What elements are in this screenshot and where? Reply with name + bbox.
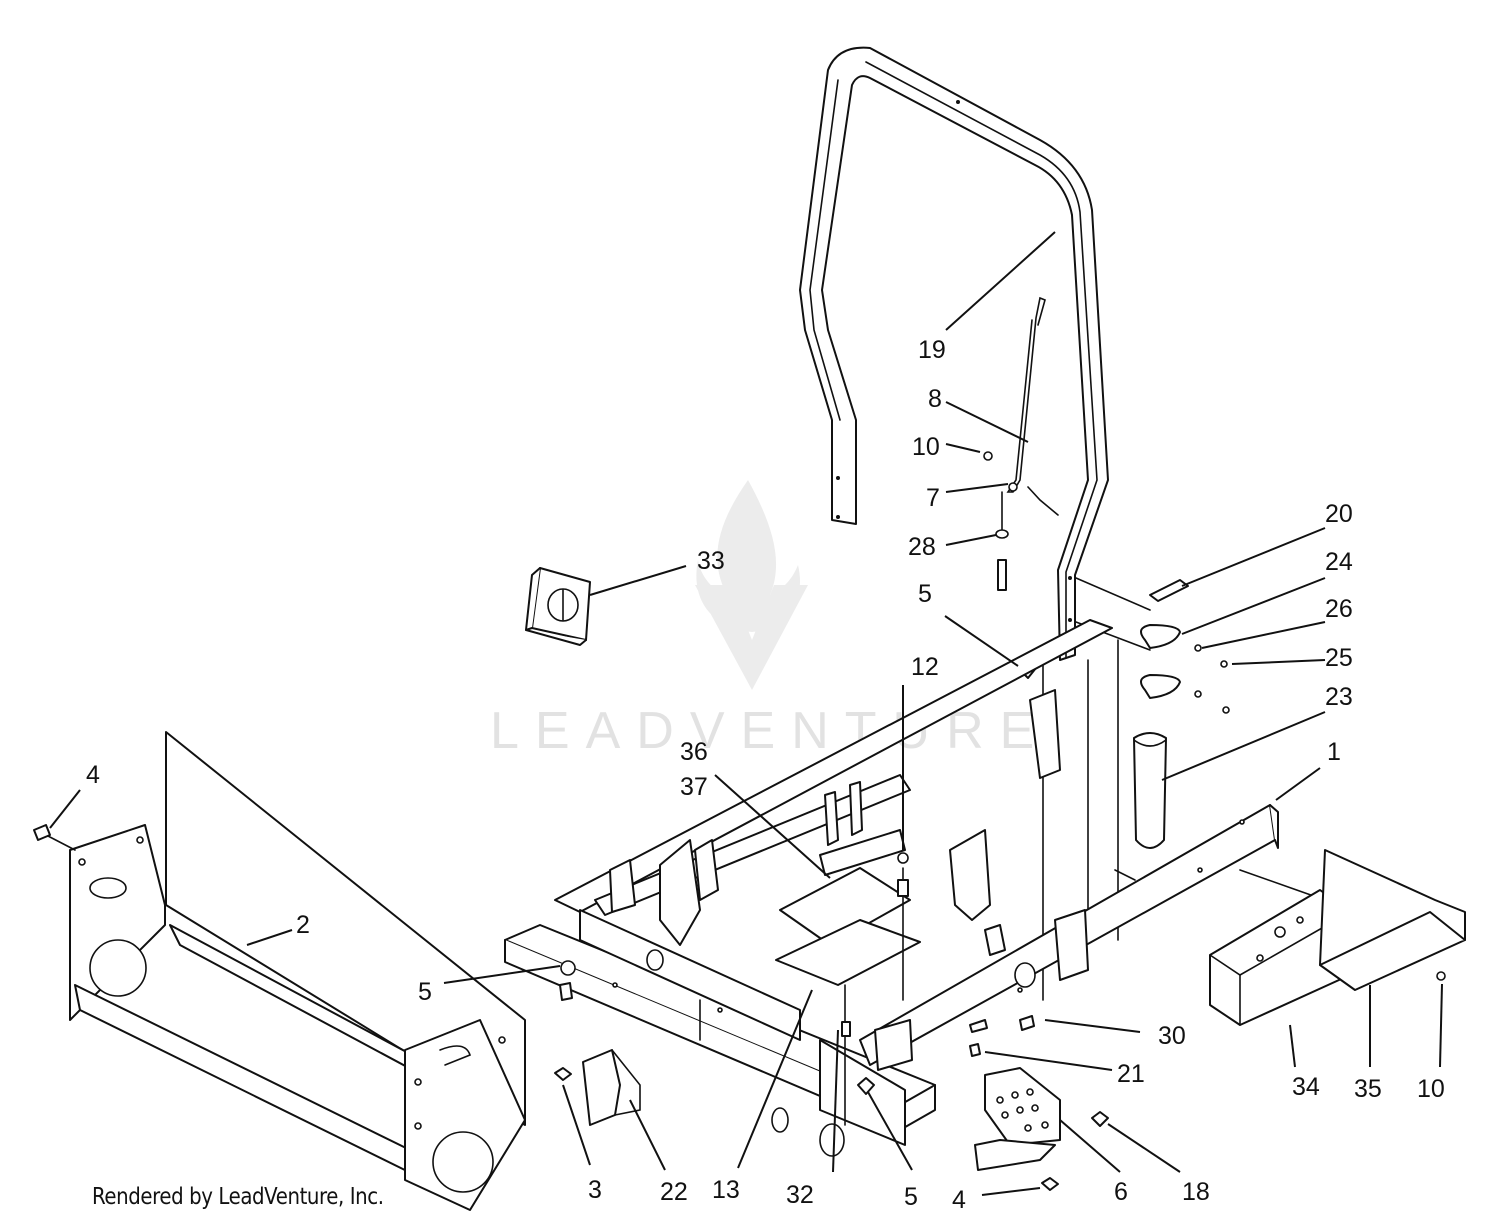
callout-5-upper: 5 — [918, 580, 932, 608]
callout-32: 32 — [786, 1181, 814, 1209]
roll-bar — [799, 46, 1109, 661]
callout-22: 22 — [660, 1178, 688, 1206]
render-credit: Rendered by LeadVenture, Inc. — [92, 1184, 384, 1210]
leadventure-watermark: LEADVENTURE — [490, 480, 1050, 760]
callout-30: 30 — [1158, 1022, 1186, 1050]
callout-35: 35 — [1354, 1075, 1382, 1103]
callout-19: 19 — [918, 336, 946, 364]
floor-plates — [775, 852, 921, 1126]
callout-25: 25 — [1325, 644, 1353, 672]
callout-37: 37 — [680, 773, 708, 801]
callout-5-bottom: 5 — [904, 1183, 918, 1211]
callout-5-left: 5 — [418, 978, 432, 1006]
callout-4-bottom: 4 — [952, 1186, 966, 1214]
callout-28: 28 — [908, 533, 936, 561]
callout-34: 34 — [1292, 1073, 1320, 1101]
callout-3: 3 — [588, 1176, 602, 1204]
leader-lines — [49, 231, 1443, 1196]
callout-7: 7 — [926, 484, 940, 512]
callout-24: 24 — [1325, 548, 1353, 576]
lever-rod — [983, 296, 1059, 591]
callout-12: 12 — [911, 653, 939, 681]
side-brackets — [554, 849, 1466, 1191]
callout-10-right: 10 — [1417, 1075, 1445, 1103]
callout-36: 36 — [680, 738, 708, 766]
main-frame — [504, 619, 1279, 1157]
watermark-v-icon — [695, 585, 808, 690]
callout-1: 1 — [1327, 738, 1341, 766]
callout-10-upper: 10 — [912, 433, 940, 461]
callout-13: 13 — [712, 1176, 740, 1204]
rear-panel — [33, 731, 526, 1211]
callout-8: 8 — [928, 385, 942, 413]
callout-33: 33 — [697, 547, 725, 575]
seat-bracket — [525, 567, 591, 646]
callout-labels: 1 2 3 4 4 5 5 5 6 7 8 10 10 12 13 18 19 … — [86, 336, 1445, 1214]
callout-21: 21 — [1117, 1060, 1145, 1088]
callout-2: 2 — [296, 911, 310, 939]
callout-4-left: 4 — [86, 761, 100, 789]
callout-18: 18 — [1182, 1178, 1210, 1206]
callout-26: 26 — [1325, 595, 1353, 623]
callout-6: 6 — [1114, 1178, 1128, 1206]
watermark-text: LEADVENTURE — [490, 702, 1050, 760]
callout-23: 23 — [1325, 683, 1353, 711]
callout-20: 20 — [1325, 500, 1353, 528]
